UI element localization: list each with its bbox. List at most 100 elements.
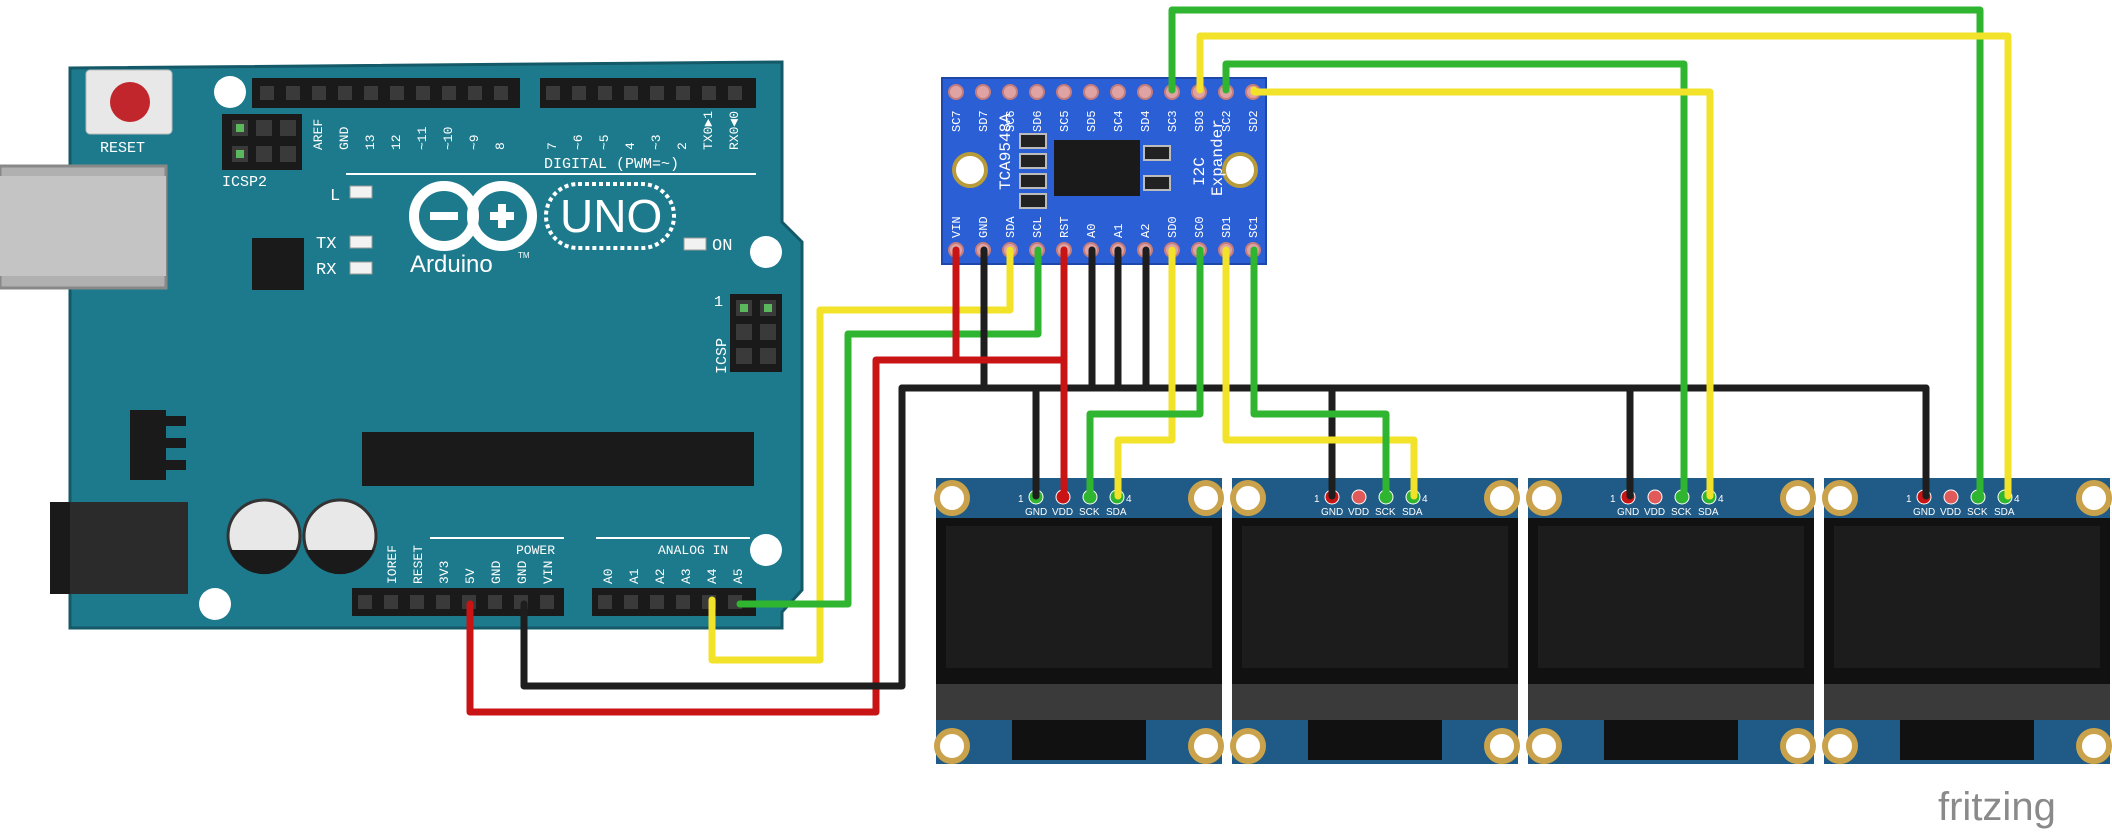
digital-pin[interactable] [676,86,690,100]
mux-pin-label: SC7 [950,110,964,132]
oled-pin-label: GND [1321,507,1343,518]
mux-pin-sd7[interactable] [975,84,991,100]
mount-hole [750,534,782,566]
pin-label: TX0►1 [701,111,716,150]
pin-label: 3V3 [437,561,452,584]
mux-pin-sc7[interactable] [948,84,964,100]
led-rx-label: RX [316,261,336,280]
pin-label: IOREF [385,545,400,584]
led-tx [349,235,373,249]
oled-pin-last-label: 4 [1718,494,1724,505]
digital-pin[interactable] [624,86,638,100]
oled-mount-hole [1188,728,1224,764]
digital-pin[interactable] [468,86,482,100]
analog-caption: ANALOG IN [658,543,728,558]
oled-pin-first-label: 1 [1018,494,1024,505]
capacitor [226,498,302,575]
led-l-label: L [330,187,340,206]
oled-mount-hole [1780,728,1816,764]
voltage-regulator [130,410,186,480]
digital-pin[interactable] [598,86,612,100]
digital-pin[interactable] [260,86,274,100]
pin-label: 8 [493,142,508,150]
digital-pin[interactable] [338,86,352,100]
digital-pin[interactable] [702,86,716,100]
mux-pin-sc6[interactable] [1002,84,1018,100]
wire-sd0-oled1 [1114,246,1176,500]
oled-pin-vdd[interactable] [1647,489,1663,505]
digital-pin[interactable] [442,86,456,100]
led-on [683,237,707,251]
oled-pin-vdd[interactable] [1351,489,1367,505]
pin-label: 12 [389,134,404,150]
mux-pin-label: SC6 [1004,110,1018,132]
mux-smd-parts [1019,133,1171,209]
mux-pin-sd4[interactable] [1137,84,1153,100]
trademark-label: TM [518,251,530,260]
pin-label: GND [337,126,352,150]
oled-mount-hole [1230,728,1266,764]
led-l [349,185,373,199]
analog-pin[interactable] [598,595,612,609]
oled-mount-hole [1484,480,1520,516]
wire-5v-arduino-to-mux [466,246,960,716]
oled-pin-first-label: 1 [1906,494,1912,505]
mux-pin-label: A2 [1139,224,1153,238]
oled-pin-vdd[interactable] [1943,489,1959,505]
power-pin[interactable] [410,595,424,609]
mux-pin-label: RST [1058,216,1072,238]
analog-pin[interactable] [650,595,664,609]
wire-gnd-arduino-to-mux [520,246,988,690]
power-pin[interactable] [358,595,372,609]
mux-pin-label: SC0 [1193,216,1207,238]
power-pin[interactable] [488,595,502,609]
oled-mount-hole [1822,480,1858,516]
digital-pin[interactable] [494,86,508,100]
mux-pin-label: SD6 [1031,110,1045,132]
power-header [352,588,564,616]
digital-pin[interactable] [390,86,404,100]
mux-pin-label: SC5 [1058,110,1072,132]
pin-label: RESET [411,545,426,584]
digital-pin[interactable] [650,86,664,100]
usb-chip [252,238,304,290]
oled-pin-label: SCK [1671,507,1692,518]
arduino-logo-text: Arduino [410,251,493,278]
power-pin[interactable] [384,595,398,609]
power-pin[interactable] [540,595,554,609]
power-pin[interactable] [436,595,450,609]
oled-mount-hole [2076,728,2112,764]
pin-label: ~3 [649,134,664,150]
digital-pin[interactable] [572,86,586,100]
digital-pin[interactable] [312,86,326,100]
oled-mount-hole [934,728,970,764]
oled-mount-hole [1230,480,1266,516]
mount-hole [214,76,246,108]
mux-pin-label: SD3 [1193,110,1207,132]
digital-pin[interactable] [728,86,742,100]
mux-pin-sc4[interactable] [1110,84,1126,100]
wires [466,6,2012,716]
digital-pin[interactable] [416,86,430,100]
mux-pin-label: SD4 [1139,110,1153,132]
mux-pin-label: SD7 [977,110,991,132]
pin-label: GND [515,560,530,584]
digital-pin[interactable] [286,86,300,100]
digital-pin[interactable] [546,86,560,100]
mux-pin-sd5[interactable] [1083,84,1099,100]
icsp2-header [222,114,302,170]
pin-label: 2 [675,142,690,150]
mux-pin-sc5[interactable] [1056,84,1072,100]
reset-button[interactable] [110,82,150,122]
digital-pin[interactable] [364,86,378,100]
analog-pin[interactable] [624,595,638,609]
analog-pin[interactable] [676,595,690,609]
mux-pin-label: SC1 [1247,216,1261,238]
mux-pin-label: SC3 [1166,110,1180,132]
oled-pin-label: GND [1913,507,1935,518]
mux-pin-sd6[interactable] [1029,84,1045,100]
pin-label: A0 [601,568,616,584]
wire-scl-arduino-to-mux [736,246,1042,608]
